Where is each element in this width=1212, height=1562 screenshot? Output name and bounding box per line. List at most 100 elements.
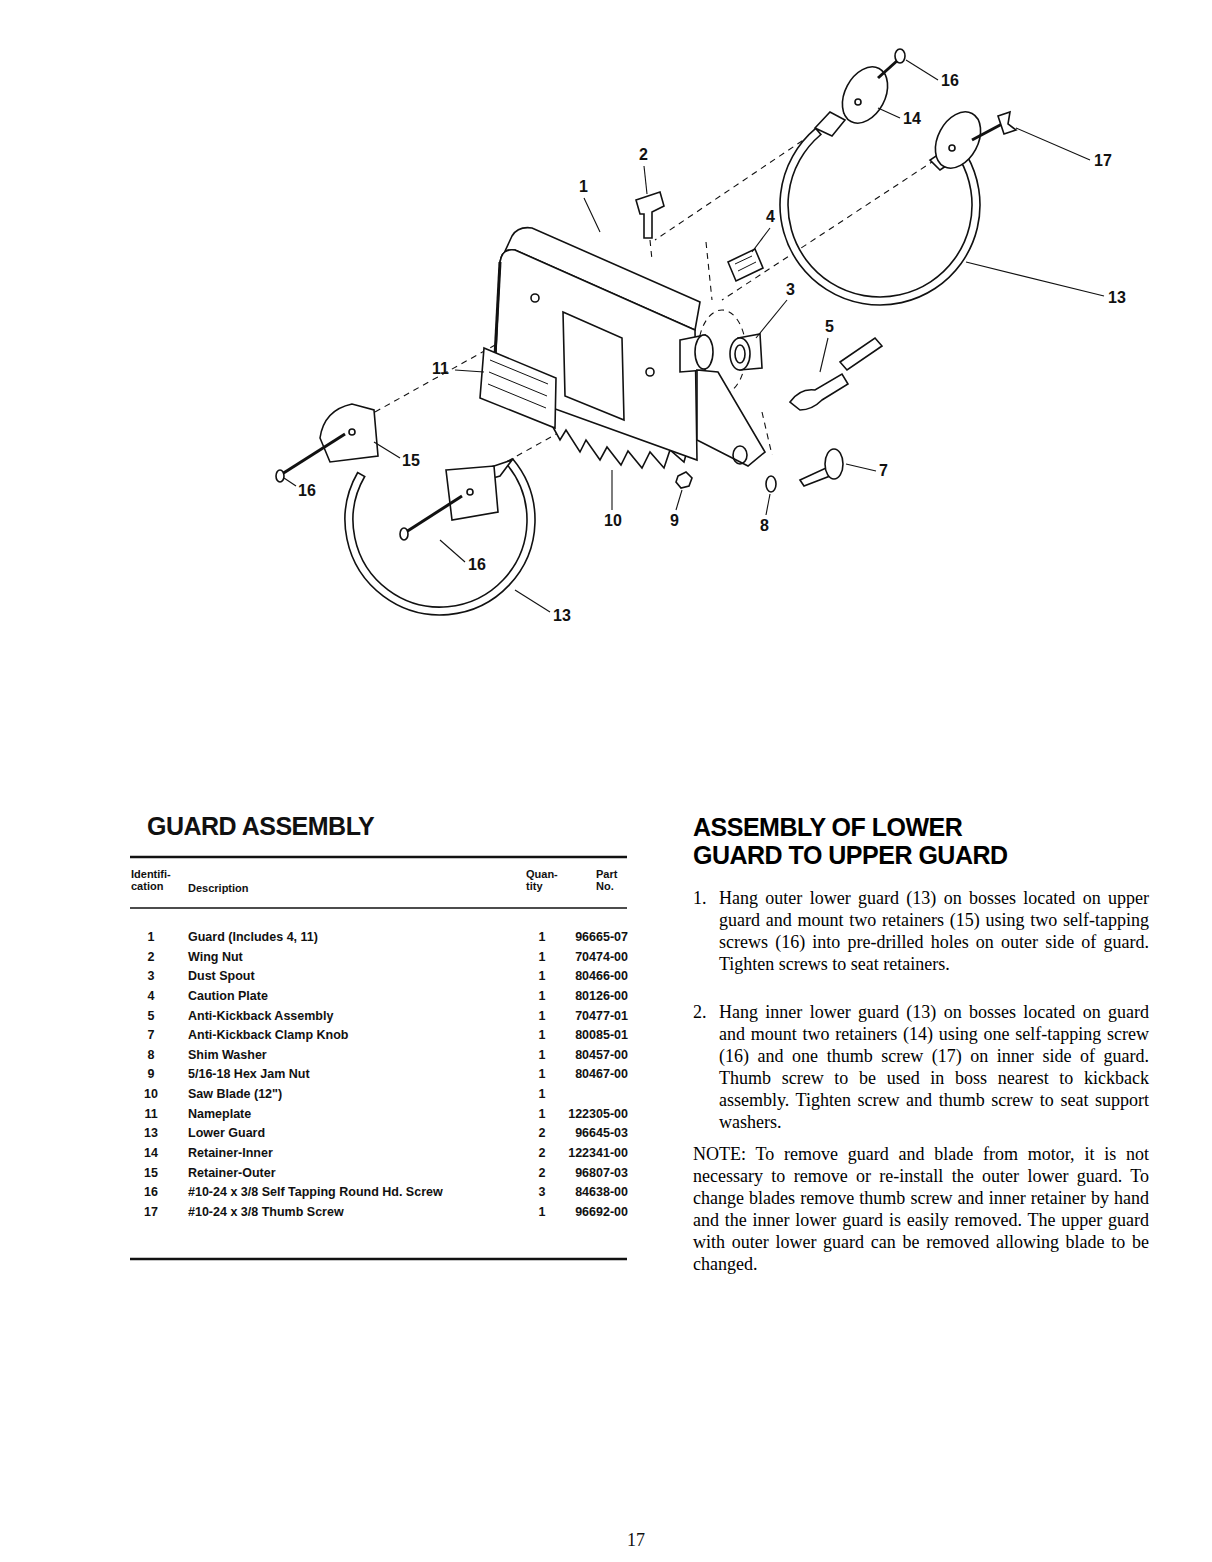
tapping-screw — [878, 60, 898, 78]
table-heading: GUARD ASSEMBLY — [147, 812, 374, 840]
table-cell: 80085-01 — [560, 1027, 628, 1043]
table-cell: 80126-00 — [560, 988, 628, 1004]
step-number: 1. — [693, 887, 719, 975]
guard-window — [563, 312, 624, 420]
table-cell: 8 — [136, 1047, 166, 1063]
arm-boss — [733, 446, 747, 464]
leader-line — [515, 590, 550, 612]
table-cell: Dust Spout — [188, 968, 255, 984]
nameplate — [480, 348, 556, 428]
table-cell: Anti-Kickback Assembly — [188, 1008, 333, 1024]
callout-number: 17 — [1094, 152, 1112, 170]
callout-number: 3 — [786, 281, 795, 299]
table-cell: 2 — [532, 1125, 552, 1141]
table-cell: Wing Nut — [188, 949, 243, 965]
table-cell: 84638-00 — [560, 1184, 628, 1200]
nameplate-line — [490, 360, 548, 384]
table-cell: 96645-03 — [560, 1125, 628, 1141]
nameplate-lines — [488, 360, 548, 408]
table-cell: Saw Blade (12") — [188, 1086, 282, 1102]
callout-number: 4 — [766, 208, 775, 226]
callout-number: 14 — [903, 110, 921, 128]
hex-jam-nut — [676, 472, 692, 488]
shim-washer — [766, 476, 776, 492]
table-cell: Guard (Includes 4, 11) — [188, 929, 318, 945]
table-cell: 3 — [136, 968, 166, 984]
table-cell: Caution Plate — [188, 988, 268, 1004]
table-cell: 70474-00 — [560, 949, 628, 965]
table-cell: 1 — [532, 1008, 552, 1024]
retainer-outer — [320, 404, 378, 462]
table-cell: 11 — [136, 1106, 166, 1122]
table-cell: 10 — [136, 1086, 166, 1102]
tapping-screw — [282, 434, 345, 474]
column-header: Identifi- cation — [131, 868, 183, 892]
retainer-hole — [949, 145, 955, 151]
instruction-step: 2.Hang inner lower guard (13) on bosses … — [693, 1001, 1149, 1133]
table-cell: 122341-00 — [560, 1145, 628, 1161]
table-cell: 3 — [532, 1184, 552, 1200]
caution-line — [735, 256, 752, 264]
retainer-hole — [855, 99, 861, 105]
table-cell: 16 — [136, 1184, 166, 1200]
leader-line — [676, 490, 682, 510]
leader-line — [878, 108, 900, 118]
lower-guard — [345, 459, 535, 615]
table-cell: 1 — [532, 1066, 552, 1082]
retainer-inner — [926, 104, 989, 176]
kickback-arm — [697, 370, 765, 466]
callout-number: 11 — [432, 360, 449, 378]
table-cell: 122305-00 — [560, 1106, 628, 1122]
table-cell: 80466-00 — [560, 968, 628, 984]
callout-number: 8 — [760, 517, 769, 535]
table-cell: 1 — [532, 1204, 552, 1220]
leader-line — [820, 338, 828, 372]
note-text: NOTE: To remove guard and blade from mot… — [693, 1143, 1149, 1275]
caution-plate-lines — [735, 256, 756, 271]
table-cell: 80457-00 — [560, 1047, 628, 1063]
table-cell: Nameplate — [188, 1106, 251, 1122]
nameplate-line — [489, 372, 547, 396]
callout-number: 16 — [941, 72, 959, 90]
leader-line — [644, 166, 647, 194]
table-cell: 5/16-18 Hex Jam Nut — [188, 1066, 310, 1082]
table-cell: 1 — [532, 949, 552, 965]
leader-line — [284, 478, 296, 486]
leader-line — [611, 470, 612, 510]
leader-line — [906, 60, 938, 80]
leader-line — [752, 228, 770, 252]
screw-head — [895, 49, 905, 63]
step-text: Hang outer lower guard (13) on bosses lo… — [719, 887, 1149, 975]
caution-line — [738, 262, 756, 271]
leader-line — [766, 494, 770, 515]
table-rules — [130, 857, 627, 1259]
boss — [531, 294, 539, 302]
boss — [646, 368, 654, 376]
hub — [695, 335, 713, 369]
table-cell: 2 — [532, 1165, 552, 1181]
table-cell: Shim Washer — [188, 1047, 267, 1063]
column-header: Quan- tity — [526, 868, 564, 892]
table-cell: 96807-03 — [560, 1165, 628, 1181]
table-cell: 96692-00 — [560, 1204, 628, 1220]
table-cell: 80467-00 — [560, 1066, 628, 1082]
table-cell: Anti-Kickback Clamp Knob — [188, 1027, 348, 1043]
callout-number: 13 — [1108, 289, 1126, 307]
leader-line — [966, 262, 1104, 296]
table-cell: 1 — [532, 968, 552, 984]
table-cell: 1 — [532, 1027, 552, 1043]
callout-number: 2 — [639, 146, 648, 164]
leader-line — [455, 370, 484, 372]
table-cell: 2 — [532, 1145, 552, 1161]
upper-guard — [495, 250, 697, 460]
table-cell: Retainer-Inner — [188, 1145, 273, 1161]
table-cell: #10-24 x 3/8 Thumb Screw — [188, 1204, 344, 1220]
table-cell: 9 — [136, 1066, 166, 1082]
screw-head — [276, 470, 284, 482]
instructions: ASSEMBLY OF LOWER GUARD TO UPPER GUARD1.… — [693, 813, 1149, 1275]
table-cell: 15 — [136, 1165, 166, 1181]
table-cell: 1 — [136, 929, 166, 945]
table-cell: #10-24 x 3/8 Self Tapping Round Hd. Scre… — [188, 1184, 443, 1200]
instruction-step: 1.Hang outer lower guard (13) on bosses … — [693, 887, 1149, 975]
table-cell: 70477-01 — [560, 1008, 628, 1024]
